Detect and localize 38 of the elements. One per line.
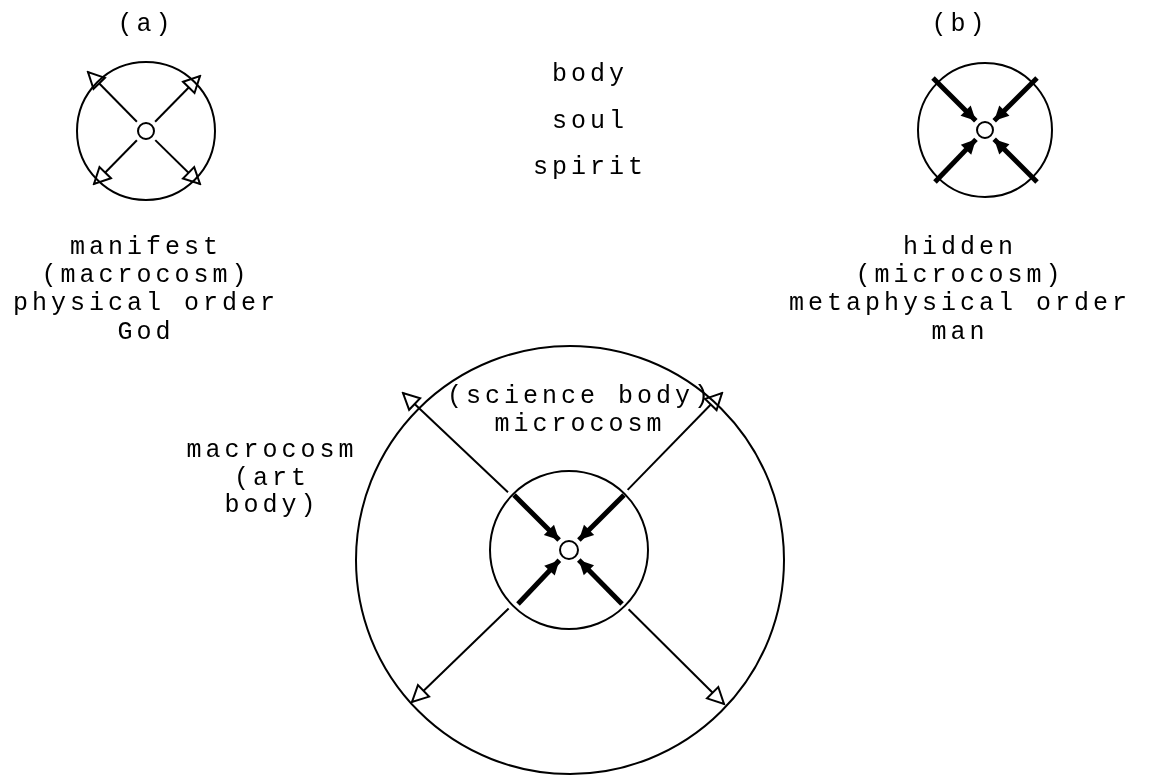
label: soul (552, 108, 628, 136)
node-label: metaphysical order (789, 290, 1131, 318)
arrow (512, 493, 561, 542)
arrow (992, 76, 1039, 123)
node-label: macrocosm (art body) (185, 436, 359, 520)
node-label: physical order (13, 290, 279, 318)
arrow (577, 558, 624, 606)
circle-label: (science body) microcosm (445, 382, 714, 438)
arrow (154, 139, 201, 185)
node-label: (b) (931, 11, 989, 39)
arrow (516, 558, 562, 606)
node-label: manifest (70, 234, 222, 262)
circle (137, 122, 155, 140)
circle (355, 345, 785, 775)
circle (489, 470, 649, 630)
circle (559, 540, 579, 560)
arrow (627, 608, 725, 705)
node-label: God (117, 319, 175, 347)
label: spirit (533, 154, 647, 182)
label: body (552, 61, 628, 89)
node-label: man (931, 319, 989, 347)
circle (76, 61, 216, 201)
node-label: (macrocosm) (41, 262, 251, 290)
arrow (402, 392, 509, 494)
arrow (154, 75, 201, 123)
arrow (626, 392, 723, 491)
node-label: (a) (117, 11, 175, 39)
node-label: (microcosm) (855, 262, 1065, 290)
circle (917, 62, 1053, 198)
arrow (931, 76, 978, 123)
arrow (933, 137, 978, 184)
arrow (87, 71, 138, 123)
arrow (577, 493, 626, 542)
arrow (411, 607, 510, 703)
arrow (93, 139, 138, 185)
arrow (992, 137, 1039, 184)
circle (976, 121, 994, 139)
node-label: hidden (903, 234, 1017, 262)
